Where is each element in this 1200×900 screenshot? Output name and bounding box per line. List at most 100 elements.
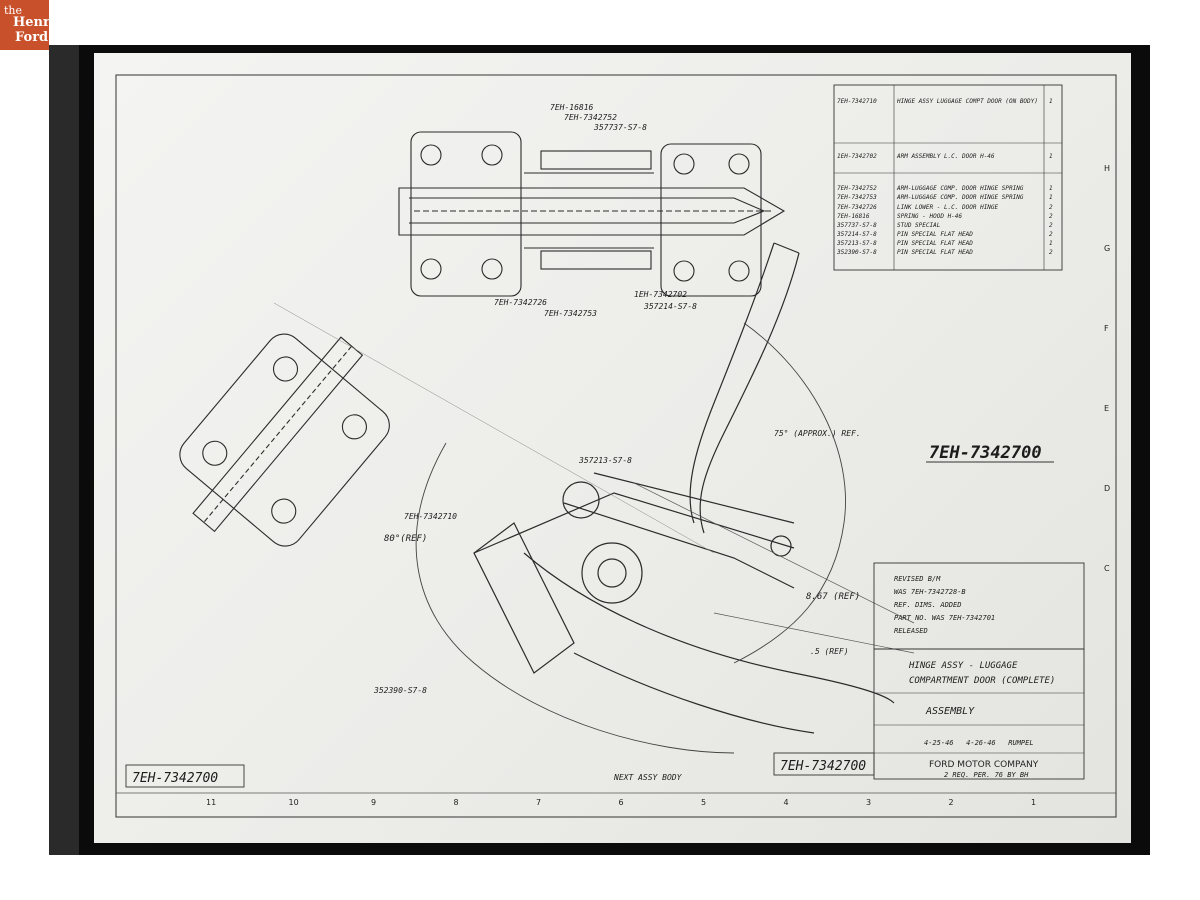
parts-row-desc: SPRING - HOOD H-46 <box>897 213 962 220</box>
henry-ford-logo: the Henry Ford <box>0 0 57 50</box>
zone-number: 5 <box>701 798 706 807</box>
parts-row-qty: 2 <box>1049 231 1053 238</box>
revision-row: RELEASED <box>894 627 928 635</box>
parts-row-part: 7EH-16816 <box>837 213 870 220</box>
drawing-sheet: 7EH-16816 7EH-7342752 357737-S7-8 7EH-73… <box>94 53 1131 843</box>
swing-arc-75 <box>733 322 846 664</box>
zone-number: 1 <box>1031 798 1036 807</box>
zone-letter: H <box>1104 164 1110 173</box>
zone-number: 9 <box>371 798 376 807</box>
zone-number: 11 <box>206 798 216 807</box>
parts-row-part: 357737-S7-8 <box>836 222 877 229</box>
hinge-side-view <box>473 242 895 734</box>
zone-letter: C <box>1104 564 1110 573</box>
parts-row-desc: HINGE ASSY LUGGAGE COMPT DOOR (ON BODY) <box>896 98 1038 105</box>
next-assy-label: NEXT ASSY BODY <box>613 773 683 782</box>
callout-5: 7EH-7342753 <box>544 309 597 318</box>
company-name: FORD MOTOR COMPANY <box>929 760 1039 770</box>
callout-7: 357214-S7-8 <box>643 302 697 311</box>
parts-row-desc: LINK LOWER - L.C. DOOR HINGE <box>897 204 999 211</box>
dim-867-label: 8.67 (REF) <box>806 592 860 602</box>
parts-list-table <box>833 84 1063 271</box>
construction-line <box>273 302 715 554</box>
title-sub: 2 REQ. PER. 76 BY BH <box>944 771 1029 779</box>
title-name-line-2: COMPARTMENT DOOR (COMPLETE) <box>909 676 1055 686</box>
parts-row-part: 7EH-7342710 <box>837 98 877 105</box>
drawing-number-main: 7EH-7342700 <box>929 443 1042 463</box>
title-name-line-1: HINGE ASSY - LUGGAGE <box>908 661 1018 671</box>
revision-rows: REVISED B/M WAS 7EH-7342728-B REF. DIMS. A… <box>894 575 995 635</box>
zone-number: 4 <box>784 798 789 807</box>
parts-row-desc: ARM-LUGGAGE COMP. DOOR HINGE SPRING <box>896 194 1024 201</box>
parts-row-part: 352390-S7-8 <box>836 249 877 256</box>
title-block <box>873 648 1085 780</box>
dim-05-label: .5 (REF) <box>810 647 849 656</box>
parts-row-part: 357214-S7-8 <box>836 231 877 238</box>
callout-2: 7EH-7342752 <box>564 113 617 122</box>
film-edge-strip <box>49 45 79 855</box>
zone-number: 8 <box>454 798 459 807</box>
callout-6: 1EH-7342702 <box>634 290 687 299</box>
callout-labels: 7EH-16816 7EH-7342752 357737-S7-8 7EH-73… <box>373 103 861 695</box>
zone-number: 10 <box>289 798 299 807</box>
scanned-drawing-frame: 7EH-16816 7EH-7342752 357737-S7-8 7EH-73… <box>49 45 1150 855</box>
parts-row-desc: PIN SPECIAL FLAT HEAD <box>897 231 973 238</box>
callout-8: 357213-S7-8 <box>578 456 632 465</box>
title-kind: ASSEMBLY <box>925 706 975 717</box>
parts-row-qty: 2 <box>1049 213 1053 220</box>
title-dates: 4-25-46 4-26-46 RUMPEL <box>924 739 1034 747</box>
drawing-number-left: 7EH-7342700 <box>132 771 218 786</box>
parts-row-qty: 1 <box>1049 185 1053 192</box>
revision-row: WAS 7EH-7342728-B <box>894 588 966 596</box>
callout-10: 352390-S7-8 <box>373 686 427 695</box>
revision-row: PART NO. WAS 7EH-7342701 <box>894 614 995 622</box>
parts-row-qty: 2 <box>1049 249 1053 256</box>
zone-number: 2 <box>949 798 954 807</box>
drawing-number-title: 7EH-7342700 <box>780 759 866 774</box>
angle-80-label: 80°(REF) <box>384 534 427 544</box>
callout-3: 357737-S7-8 <box>593 123 647 132</box>
hinge-plan-view <box>398 131 786 297</box>
logo-line-2: Henry <box>13 15 58 30</box>
parts-row-qty: 1 <box>1049 153 1053 160</box>
parts-row-desc: ARM ASSEMBLY L.C. DOOR H-46 <box>896 153 995 160</box>
parts-row-desc: PIN SPECIAL FLAT HEAD <box>897 240 973 247</box>
logo-line-3: Ford <box>15 30 49 45</box>
parts-row-desc: STUD SPECIAL <box>897 222 941 229</box>
left-number-box <box>125 764 245 788</box>
swing-arc-80 <box>415 442 735 754</box>
zone-number: 7 <box>536 798 541 807</box>
dimension-line-2 <box>713 612 915 654</box>
parts-row-part: 7EH-7342753 <box>837 194 877 201</box>
zone-letter: E <box>1104 404 1109 413</box>
revision-row: REVISED B/M <box>894 575 941 583</box>
callout-1: 7EH-16816 <box>550 103 594 112</box>
zone-numbers-bottom: 11 10 9 8 7 6 5 4 3 2 1 <box>206 798 1036 807</box>
parts-row-qty: 1 <box>1049 98 1053 105</box>
zone-number: 6 <box>619 798 624 807</box>
parts-row-part: 357213-S7-8 <box>836 240 877 247</box>
logo-line-1: the <box>4 4 23 17</box>
zone-letter: D <box>1104 484 1110 493</box>
callout-9: 7EH-7342710 <box>404 512 457 521</box>
parts-row-qty: 2 <box>1049 204 1053 211</box>
parts-row-qty: 1 <box>1049 240 1053 247</box>
title-number-box <box>773 752 875 776</box>
callout-4: 7EH-7342726 <box>494 298 547 307</box>
revision-row: REF. DIMS. ADDED <box>894 601 961 609</box>
parts-list-rows: 7EH-7342710 HINGE ASSY LUGGAGE COMPT DOOR… <box>836 98 1053 256</box>
angle-75-label: 75° (APPROX.) REF. <box>774 429 861 438</box>
drawing-border <box>115 74 1117 818</box>
zone-number: 3 <box>866 798 871 807</box>
dimension-line-1 <box>633 482 915 624</box>
parts-row-qty: 2 <box>1049 222 1053 229</box>
hinge-plate-view <box>179 333 390 547</box>
parts-row-qty: 1 <box>1049 194 1053 201</box>
parts-row-desc: PIN SPECIAL FLAT HEAD <box>897 249 973 256</box>
drawing-svg: 7EH-16816 7EH-7342752 357737-S7-8 7EH-73… <box>115 74 1117 818</box>
zone-letter: G <box>1104 244 1110 253</box>
parts-row-part: 7EH-7342726 <box>837 204 877 211</box>
parts-row-desc: ARM-LUGGAGE COMP. DOOR HINGE SPRING <box>896 185 1024 192</box>
parts-row-part: 1EH-7342702 <box>837 153 877 160</box>
